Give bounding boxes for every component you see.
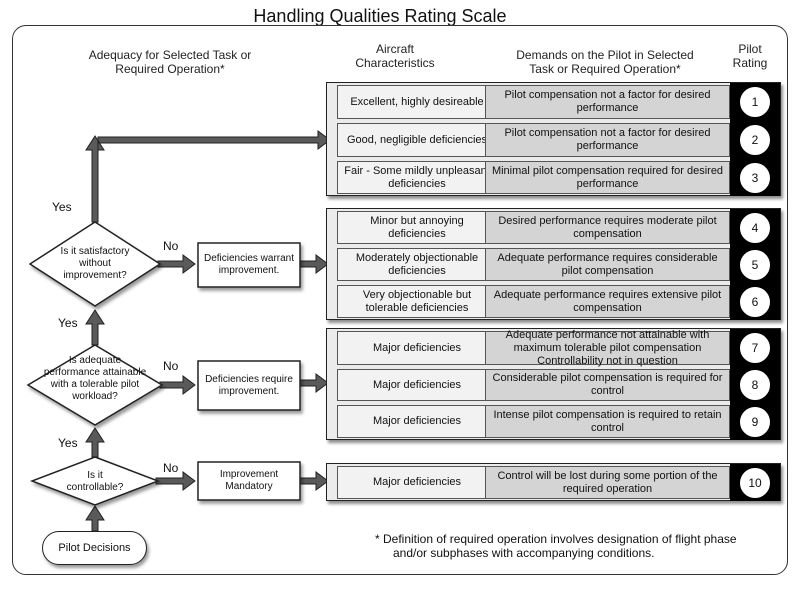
pilot-demands-cell: Pilot compensation not a factor for desi… (485, 123, 730, 157)
rating-row: Fair - Some mildly unpleasant deficienci… (327, 159, 780, 196)
rating-number: 10 (739, 466, 771, 499)
rating-number: 6 (739, 285, 771, 318)
pilot-rating-cell: 10 (730, 464, 780, 501)
pilot-demands-cell: Intense pilot compensation is required t… (485, 405, 730, 438)
outcome-require-text: Deficiencies require improvement. (205, 373, 293, 397)
rating-number: 5 (739, 248, 771, 281)
aircraft-characteristics-cell: Major deficiencies (337, 369, 497, 401)
outcome-warrant-text: Deficiencies warrant improvement. (203, 253, 295, 276)
arrow-to-ratings-4-6 (299, 254, 329, 274)
decision-adequate-text: Is adequate performance attainable with … (43, 355, 147, 402)
start-arrow (85, 505, 105, 532)
header-demands: Demands on the Pilot in Selected Task or… (516, 48, 694, 76)
yes-label-satisfactory: Yes (52, 200, 72, 214)
rating-row: Major deficiencies Intense pilot compens… (327, 403, 780, 440)
decision-satisfactory-diamond (28, 221, 162, 307)
header-aircraft: Aircraft Characteristics (355, 42, 435, 70)
rating-row: Major deficiencies Adequate performance … (327, 329, 780, 367)
pilot-demands-cell: Desired performance requires moderate pi… (485, 211, 730, 244)
outcome-require-box (197, 360, 301, 411)
no-arrow-satisfactory (157, 254, 196, 274)
yes-arrow-adequate-to-satisfactory (85, 309, 105, 346)
footnote: * Definition of required operation invol… (375, 532, 775, 560)
yes-arrow-controllable-to-adequate (85, 427, 105, 458)
footnote-line-2: and/or subphases with accompanying condi… (393, 546, 655, 560)
aircraft-characteristics-cell: Major deficiencies (337, 466, 497, 499)
rating-row: Very objectionable but tolerable deficie… (327, 283, 780, 320)
no-label-adequate: No (163, 359, 179, 373)
pilot-rating-cell: 4 (730, 209, 780, 246)
pilot-rating-cell: 7 (730, 329, 780, 367)
outcome-warrant-box (197, 242, 301, 288)
pilot-demands-cell: Adequate performance requires considerab… (485, 248, 730, 281)
page-title: Handling Qualities Rating Scale (253, 6, 507, 26)
rating-row: Excellent, highly desireable Pilot compe… (327, 83, 780, 121)
pilot-rating-cell: 3 (730, 159, 780, 196)
rating-group-satisfactory: Excellent, highly desireable Pilot compe… (326, 82, 781, 196)
outcome-mandatory-box (197, 461, 301, 501)
decision-controllable-text: Is it controllable? (66, 470, 124, 493)
header-rating: Pilot Rating (732, 42, 768, 70)
rating-number: 4 (739, 211, 771, 244)
rating-row: Major deficiencies Control will be lost … (327, 464, 780, 501)
scale-frame (12, 25, 788, 575)
no-arrow-adequate (159, 375, 196, 395)
rating-row: Moderately objectionable deficiencies Ad… (327, 246, 780, 283)
aircraft-characteristics-cell: Moderately objectionable deficiencies (337, 248, 497, 281)
aircraft-characteristics-cell: Minor but annoying deficiencies (337, 211, 497, 244)
aircraft-characteristics-cell: Major deficiencies (337, 405, 497, 438)
arrow-to-ratings-7-9 (299, 373, 329, 393)
pilot-demands-cell: Adequate performance not attainable with… (485, 329, 730, 367)
arrow-to-rating-10 (299, 471, 329, 491)
rating-row: Good, negligible deficiencies Pilot comp… (327, 121, 780, 159)
rating-row: Minor but annoying deficiencies Desired … (327, 209, 780, 246)
rating-number: 1 (739, 86, 771, 118)
pilot-demands-cell: Minimal pilot compensation required for … (485, 161, 730, 194)
rating-group-warrant-improvement: Minor but annoying deficiencies Desired … (326, 208, 781, 320)
pilot-decisions-start: Pilot Decisions (42, 531, 147, 565)
pilot-rating-cell: 9 (730, 403, 780, 440)
aircraft-characteristics-cell: Major deficiencies (337, 331, 497, 365)
rating-number: 2 (739, 124, 771, 156)
decision-adequate-diamond (26, 344, 164, 426)
decision-satisfactory-text: Is it satisfactory without improvement? (60, 246, 130, 281)
aircraft-characteristics-cell: Good, negligible deficiencies (337, 123, 497, 157)
rating-number: 3 (739, 161, 771, 194)
rating-group-require-improvement: Major deficiencies Adequate performance … (326, 328, 781, 440)
rating-number: 7 (739, 332, 771, 364)
pilot-rating-cell: 5 (730, 246, 780, 283)
pilot-rating-cell: 2 (730, 121, 780, 159)
aircraft-characteristics-cell: Excellent, highly desireable (337, 85, 497, 119)
pilot-rating-cell: 6 (730, 283, 780, 320)
header-adequacy: Adequacy for Selected Task or Required O… (88, 48, 252, 76)
yes-label-adequate: Yes (58, 316, 78, 330)
rating-group-mandatory: Major deficiencies Control will be lost … (326, 463, 781, 501)
pilot-rating-cell: 1 (730, 83, 780, 121)
footnote-line-1: * Definition of required operation invol… (375, 532, 737, 546)
yes-arrow-to-ratings-1-3 (85, 130, 331, 223)
outcome-mandatory-text: Improvement Mandatory (219, 469, 279, 492)
aircraft-characteristics-cell: Fair - Some mildly unpleasant deficienci… (337, 161, 497, 194)
rating-number: 8 (739, 369, 771, 401)
yes-label-controllable: Yes (58, 436, 78, 450)
rating-number: 9 (739, 405, 771, 438)
decision-controllable-diamond (29, 456, 161, 506)
no-label-satisfactory: No (163, 239, 179, 253)
pilot-rating-cell: 8 (730, 367, 780, 403)
rating-row: Major deficiencies Considerable pilot co… (327, 367, 780, 403)
pilot-demands-cell: Considerable pilot compensation is requi… (485, 369, 730, 401)
pilot-demands-cell: Adequate performance requires extensive … (485, 285, 730, 318)
aircraft-characteristics-cell: Very objectionable but tolerable deficie… (337, 285, 497, 318)
pilot-demands-cell: Control will be lost during some portion… (485, 466, 730, 499)
pilot-demands-cell: Pilot compensation not a factor for desi… (485, 85, 730, 119)
no-label-controllable: No (163, 461, 179, 475)
no-arrow-controllable (155, 471, 196, 491)
